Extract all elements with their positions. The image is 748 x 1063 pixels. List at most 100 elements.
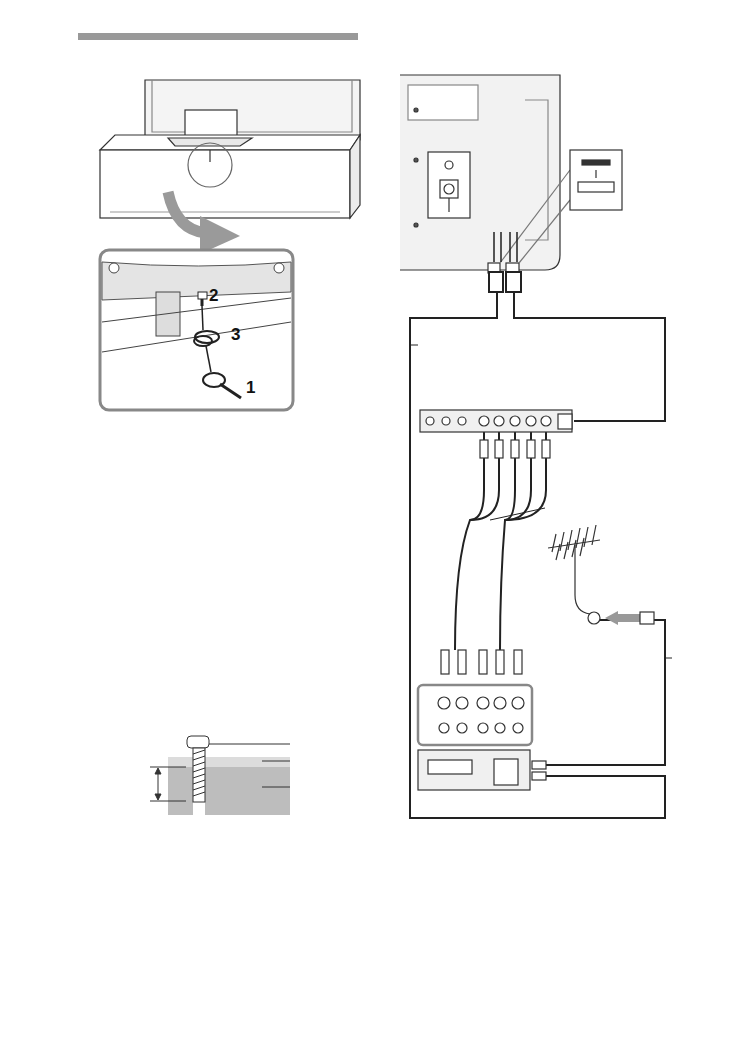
detail-inset-part [206, 346, 211, 372]
dvd-recorder-part [477, 697, 489, 709]
detail-inset-part [274, 263, 284, 273]
dvd-recorder-part [512, 697, 524, 709]
set-top-box-part [511, 440, 519, 458]
detail-inset-part [194, 336, 212, 346]
screw-depth-detail-part [155, 768, 161, 774]
dvd-recorder-part [428, 760, 472, 774]
screw-depth-detail-part [262, 761, 290, 762]
tv-rear-part [500, 170, 570, 263]
cables-part [494, 232, 501, 262]
dvd-recorder-part [478, 723, 488, 733]
screw-depth-detail-part [150, 801, 186, 802]
antenna-part [640, 612, 654, 624]
set-top-box-part [442, 417, 450, 425]
antenna-part [588, 612, 600, 624]
tv-rear-part [400, 75, 560, 270]
header-rule-part [78, 33, 358, 40]
antenna-part [605, 611, 618, 625]
screw-depth-detail-part [187, 736, 209, 748]
tv-on-rack-part [185, 110, 237, 138]
antenna-part [575, 545, 590, 614]
dvd-recorder-part [494, 697, 506, 709]
cables-part [532, 620, 665, 765]
tv-on-rack-part [209, 150, 210, 162]
tv-rear-part [595, 170, 596, 178]
tv-on-rack-part [152, 80, 352, 132]
set-top-box-part [542, 440, 550, 458]
set-top-box-part [541, 416, 551, 426]
screw-depth-detail-part [262, 787, 290, 788]
dvd-recorder-part [532, 761, 546, 769]
dvd-recorder-part [514, 650, 522, 674]
tv-rear-part [444, 184, 454, 194]
set-top-box-part [426, 417, 434, 425]
screw-depth-detail-part [209, 744, 290, 745]
dvd-recorder-part [458, 650, 466, 674]
detail-inset-part [102, 262, 291, 300]
tv-rear-part [578, 182, 614, 192]
screw-depth-detail [150, 736, 290, 815]
dvd-recorder-part [532, 772, 546, 780]
set-top-box [420, 410, 572, 458]
tv-on-rack-part [188, 143, 232, 187]
dvd-recorder-part [456, 697, 468, 709]
tv-on-rack-part [110, 211, 340, 212]
detail-inset-part [102, 322, 291, 352]
dvd-recorder-part [438, 697, 450, 709]
antenna [548, 525, 654, 625]
set-top-box-part [527, 440, 535, 458]
tv-rear-part [570, 150, 622, 210]
dvd-recorder-part [495, 723, 505, 733]
detail-inset-part [100, 250, 293, 410]
tv-rear-part [519, 200, 570, 263]
set-top-box-part [494, 416, 504, 426]
cables-part [514, 292, 665, 421]
set-top-box-part [420, 410, 572, 432]
zoom-arrow [168, 192, 240, 254]
set-top-box-part [495, 440, 503, 458]
screw-depth-detail-part [193, 750, 205, 796]
cables-part [410, 345, 418, 346]
header-rule [78, 33, 358, 40]
dvd-recorder-part [418, 750, 530, 790]
cables-part [455, 432, 484, 650]
cables-part [410, 292, 665, 818]
cables-part [490, 508, 545, 520]
cables-part [506, 272, 521, 292]
tv-rear-part [440, 180, 458, 198]
tv-rear [400, 75, 622, 273]
set-top-box-part [510, 416, 520, 426]
dvd-recorder-part [439, 723, 449, 733]
dvd-recorder-part [513, 723, 523, 733]
dvd-recorder-part [457, 723, 467, 733]
tv-rear-part [445, 161, 453, 169]
callout-number: 3 [231, 326, 240, 344]
callout-number: 1 [246, 379, 255, 397]
tv-on-rack-part [100, 150, 350, 218]
cables-part [500, 432, 515, 650]
dvd-recorder-part [441, 650, 449, 674]
detail-inset [100, 250, 293, 410]
screw-depth-detail-part [168, 767, 193, 815]
screw-depth-detail-part [205, 767, 290, 815]
tv-rear-part [414, 223, 418, 227]
set-top-box-part [479, 416, 489, 426]
tv-rear-part [408, 85, 478, 120]
set-top-box-part [526, 416, 536, 426]
screw-depth-detail-part [193, 748, 205, 802]
tv-on-rack-part [100, 135, 360, 150]
cables-part [489, 272, 503, 292]
tv-on-rack-part [168, 138, 252, 146]
set-top-box-part [558, 414, 572, 429]
detail-inset-part [198, 292, 207, 299]
antenna-part [618, 614, 640, 622]
tv-on-rack-part [350, 135, 360, 218]
detail-inset-part [109, 263, 119, 273]
set-top-box-part [480, 440, 488, 458]
antenna-part [556, 538, 584, 560]
set-top-box-part [458, 417, 466, 425]
zoom-arrow-part [200, 216, 240, 254]
tv-on-rack-part [145, 80, 360, 140]
dvd-recorder [418, 650, 546, 790]
